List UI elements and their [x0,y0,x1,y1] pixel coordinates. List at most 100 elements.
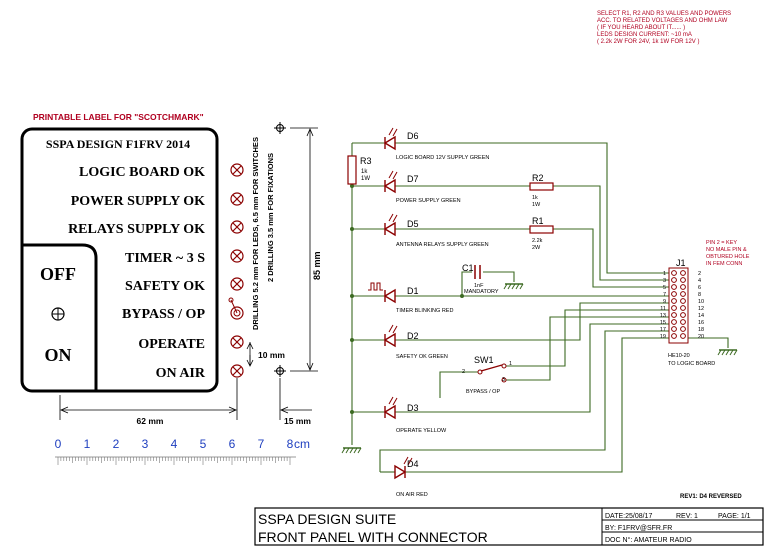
connector-pin-icon [671,305,677,311]
d2-led: D2 SAFETY OK GREEN [384,324,448,360]
d2-desc: SAFETY OK GREEN [396,354,448,360]
connector-pin-icon [680,298,686,304]
d7-label: D7 [407,174,419,184]
panel-switch-hole-icon [51,307,65,321]
led-icon [384,405,396,419]
led-icon [384,222,396,236]
ruler-label: 5 [200,437,207,451]
d1-led: D1 TIMER BLINKING RED [368,282,453,314]
title-date: DATE:25/08/17 [605,513,652,520]
j1-pin-number: 20 [698,334,704,340]
drill-mark-icon [230,277,244,291]
j1-pin-number: 17 [660,327,666,333]
on-label: ON [45,345,72,365]
sw1-switch: SW1 1 2 3 BYPASS / OP [462,355,512,395]
note-line: ( 2.2k 2W FOR 24V, 1k 1W FOR 12V ) [597,39,699,45]
j1-desc: TO LOGIC BOARD [668,361,715,367]
j1-pin-number: 15 [660,320,666,326]
led-icon [384,136,396,150]
r1-label: R1 [532,216,544,226]
dimension-lines [59,127,318,420]
d4-desc: ON AIR RED [396,492,428,498]
j1-pin-number: 1 [663,271,666,277]
wires [351,142,729,473]
ground-icon [503,283,524,290]
drill-mark-icon [230,364,244,378]
j1-pin-number: 2 [698,271,701,277]
pin-key-note: PIN 2 = KEY NO MALE PIN & OBTURED HOLE I… [706,240,750,267]
sw1-pin: 3 [502,377,505,383]
title-block: SSPA DESIGN SUITE FRONT PANEL WITH CONNE… [254,507,764,546]
panel-title: SSPA DESIGN F1FRV 2014 [46,137,190,151]
j1-pin-number: 5 [663,285,666,291]
connector-pin-icon [671,270,677,276]
height-dimension: 85 mm [312,251,322,280]
pin-note-line: OBTURED HOLE [706,254,750,260]
r3-value: 1k [361,169,368,175]
d1-desc: TIMER BLINKING RED [396,308,453,314]
note-line: ACC. TO RELATED VOLTAGES AND OHM LAW [597,18,728,24]
c1-desc: MANDATORY [464,289,499,295]
title-doc: DOC N°: AMATEUR RADIO [605,536,692,544]
ruler-label: 2 [113,437,120,451]
j1-desc: HE10-20 [668,353,690,359]
connector-pin-icon [671,277,677,283]
toggle-switch-hole-icon [228,297,244,320]
panel-row-safety: SAFETY OK [125,279,205,294]
title-line-2: FRONT PANEL WITH CONNECTOR [258,529,488,545]
connector-pin-icon [671,291,677,297]
connector-pin-icon [671,333,677,339]
j1-pin-number: 14 [698,313,704,319]
connector-pin-icon [680,333,686,339]
connector-pin-icon [671,326,677,332]
connector-pin-icon [680,312,686,318]
d4-label: D4 [407,459,419,469]
drill-mark-icon [230,220,244,234]
d1-label: D1 [407,286,419,296]
connector-pin-icon [680,326,686,332]
blink-wave-icon [368,282,383,291]
pin-note-line: IN FEM CONN [706,261,742,267]
j1-pin-number: 11 [660,306,666,312]
c1-capacitor: C1 1nF MANDATORY [462,263,499,295]
width-dimension: 62 mm [137,416,164,426]
j1-pin-number: 10 [698,299,704,305]
panel-row-operate: OPERATE [138,337,205,352]
ruler-label: 4 [171,437,178,451]
fixation-mark-icon [274,122,286,134]
connector-pin-icon [671,319,677,325]
drill-mark-icon [230,249,244,263]
printable-label-caption: PRINTABLE LABEL FOR "SCOTCHMARK" [33,112,204,122]
ruler-label: 3 [142,437,149,451]
drill-mark-icon [230,163,244,177]
connector-pin-icon [680,284,686,290]
drill-mark-icon [230,335,244,349]
d6-label: D6 [407,131,419,141]
d6-led: D6 LOGIC BOARD 12V SUPPLY GREEN [384,127,489,161]
junction-dots [350,184,464,414]
connector-pin-icon [680,291,686,297]
r3-power: 1W [361,176,370,182]
j1-pin-number: 9 [663,299,666,305]
title-page: PAGE: 1/1 [718,513,751,520]
ruler: 0 1 2 3 4 5 6 7 8 cm [55,437,310,465]
note-line: SELECT R1, R2 AND R3 VALUES AND POWERS [597,11,731,17]
ruler-label: 7 [258,437,265,451]
title-author: BY: F1FRV@SFR.FR [605,525,672,532]
front-panel-label: SSPA DESIGN F1FRV 2014 LOGIC BOARD OK PO… [20,127,219,393]
d4-led: D4 ON AIR RED [394,456,428,498]
r3-label: R3 [360,156,372,166]
j1-pin-number: 16 [698,320,704,326]
spacing-dimension: 10 mm [258,350,285,360]
panel-row-relays-supply: RELAYS SUPPLY OK [68,222,205,237]
connector-pin-icon [671,284,677,290]
panel-row-timer: TIMER ~ 3 S [125,251,205,266]
r2-label: R2 [532,173,544,183]
connector-pin-icon [680,305,686,311]
sw1-desc: BYPASS / OP [466,389,500,395]
led-drill-marks [228,163,244,378]
design-notes: SELECT R1, R2 AND R3 VALUES AND POWERS A… [597,11,731,45]
d3-led: D3 OPERATE YELLOW [384,396,447,434]
d5-desc: ANTENNA RELAYS SUPPLY GREEN [396,242,489,248]
off-label: OFF [40,264,76,284]
